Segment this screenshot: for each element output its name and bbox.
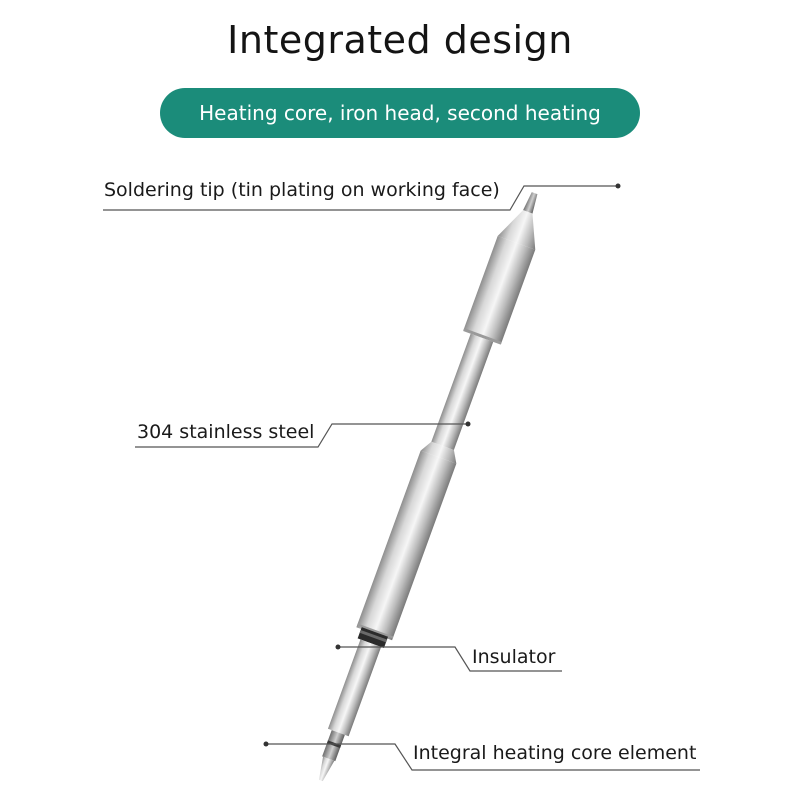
callout-tip: Soldering tip (tin plating on working fa… (104, 179, 500, 201)
callout-steel: 304 stainless steel (137, 421, 315, 443)
front-sleeve (463, 236, 536, 344)
insulator-leader (338, 646, 562, 672)
tip-leader-dot (615, 183, 621, 189)
soldering-tip-body (318, 192, 538, 782)
callout-insulator: Insulator (472, 646, 556, 668)
main-body (356, 450, 457, 641)
steel-leader-dot (465, 421, 471, 427)
core-leader (266, 743, 700, 771)
steel-leader (135, 423, 468, 448)
thin-shaft (431, 333, 494, 450)
rear-barrel (327, 639, 382, 737)
insulator-leader-dot (335, 644, 341, 650)
subtitle-banner: Heating core, iron head, second heating (160, 88, 640, 138)
page-title: Integrated design (227, 18, 573, 62)
tip-leader (103, 185, 618, 211)
end-point (318, 756, 335, 782)
core-leader-dot (263, 741, 269, 747)
callout-core: Integral heating core element (413, 742, 697, 764)
tip-point (523, 192, 538, 214)
subtitle-text: Heating core, iron head, second heating (199, 101, 601, 125)
tip-cone (497, 210, 536, 250)
